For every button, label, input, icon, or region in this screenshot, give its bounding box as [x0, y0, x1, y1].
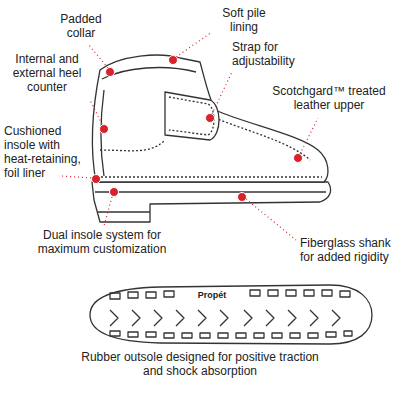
- callout-label: Cushioned insole with heat-retaining, fo…: [4, 124, 90, 180]
- leader-line: [176, 32, 212, 57]
- callout-dot: [110, 188, 119, 197]
- callout-label: Fiberglass shank for added rigidity: [300, 236, 392, 264]
- tread-chevrons: [110, 310, 340, 326]
- callout-label: Scotchgard™ treated leather upper: [262, 84, 396, 112]
- callout-label: Rubber outsole designed for positive tra…: [80, 350, 320, 378]
- strap-stitch: [169, 97, 214, 135]
- callout-label: Internal and external heel counter: [6, 52, 88, 94]
- boot-upper: [93, 55, 328, 182]
- brand-mark: Propét: [188, 290, 236, 301]
- leader-line: [246, 199, 296, 240]
- boot-sole: [92, 182, 331, 222]
- callout-label: Dual insole system for maximum customiza…: [22, 228, 182, 256]
- leader-line: [212, 72, 232, 114]
- heel-line: [98, 211, 150, 212]
- leader-lines: [62, 32, 318, 240]
- leader-line: [104, 197, 112, 226]
- callout-dot: [206, 114, 215, 123]
- callout-dot: [100, 125, 109, 134]
- quarter-seam: [100, 140, 165, 151]
- callout-dot: [106, 68, 115, 77]
- sole-line: [95, 191, 326, 192]
- leader-line: [90, 100, 102, 124]
- callout-dot: [92, 175, 101, 184]
- leader-line: [88, 44, 108, 68]
- leader-line: [62, 176, 91, 178]
- callout-dot: [238, 193, 247, 202]
- welt-stitch: [97, 176, 322, 177]
- outsole-bottom: [90, 285, 372, 344]
- callout-dot: [169, 56, 178, 65]
- strap: [165, 92, 219, 140]
- callout-label: Soft pile lining: [214, 6, 274, 34]
- callout-dot: [294, 154, 303, 163]
- callout-dots: [92, 56, 303, 202]
- leader-line: [300, 118, 318, 154]
- tread-lugs-bottom: [110, 331, 352, 338]
- callout-label: Strap for adjustability: [232, 40, 312, 68]
- callout-label: Padded collar: [52, 12, 110, 40]
- collar-padding: [102, 68, 196, 79]
